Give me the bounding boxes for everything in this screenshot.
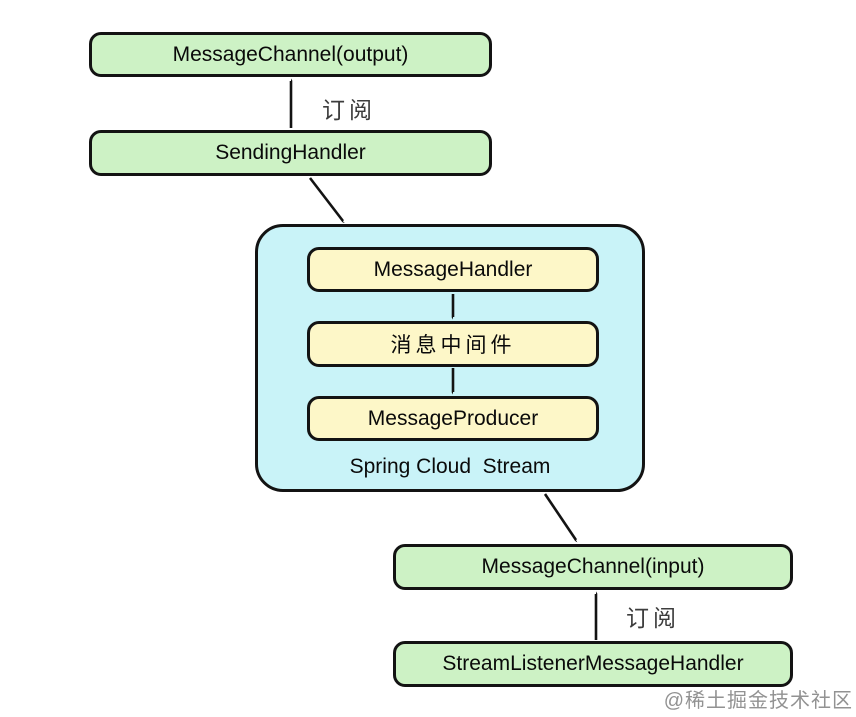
container-label: Spring Cloud Stream bbox=[349, 455, 551, 478]
arrow-sending-to-container bbox=[308, 177, 343, 221]
node-stream-listener-message-handler: StreamListenerMessageHandler bbox=[393, 641, 793, 687]
node-message-middleware: 消息中间件 bbox=[307, 321, 599, 367]
node-message-producer: MessageProducer bbox=[307, 396, 599, 441]
node-sending-handler: SendingHandler bbox=[89, 130, 492, 176]
arrow-container-to-input-channel bbox=[543, 493, 576, 540]
node-message-channel-output: MessageChannel(output) bbox=[89, 32, 492, 77]
edge-label-subscribe-bottom: 订阅 bbox=[626, 605, 680, 631]
node-message-handler: MessageHandler bbox=[307, 247, 599, 292]
node-message-channel-input: MessageChannel(input) bbox=[393, 544, 793, 590]
watermark: @稀土掘金技术社区 bbox=[663, 690, 853, 712]
edge-label-subscribe-top: 订阅 bbox=[322, 97, 376, 123]
